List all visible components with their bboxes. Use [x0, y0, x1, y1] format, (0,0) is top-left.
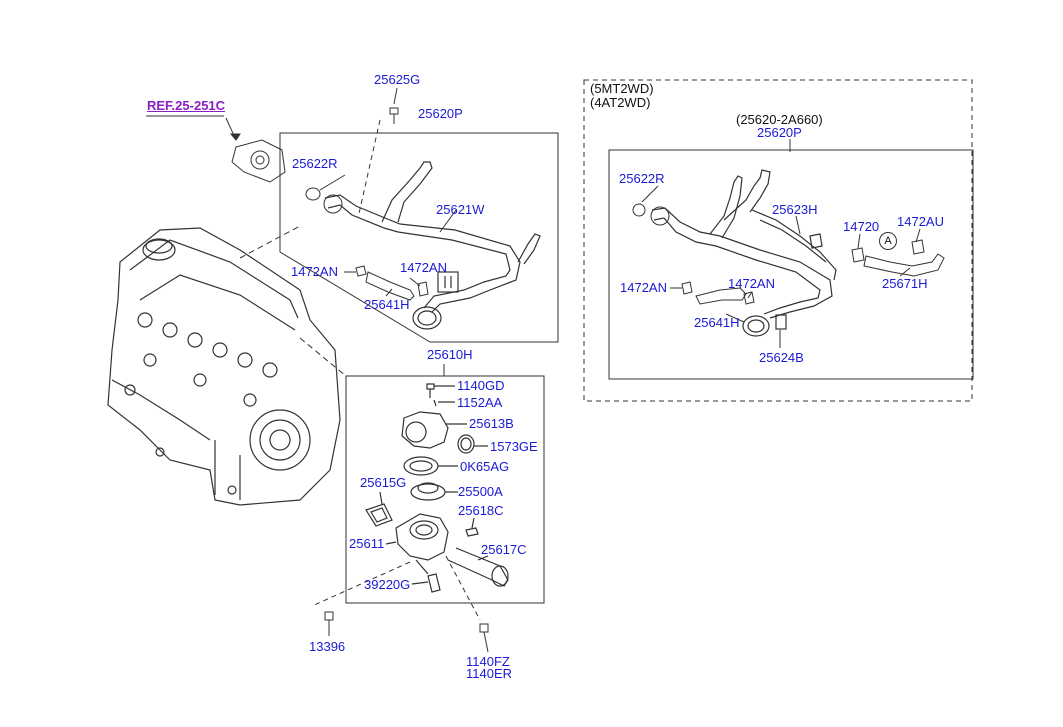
part-label-25624B[interactable]: 25624B — [759, 350, 804, 365]
part-label-25623H[interactable]: 25623H — [772, 202, 818, 217]
oring-25622R-left — [305, 187, 321, 201]
part-label-25618C[interactable]: 25618C — [458, 503, 504, 518]
part-label-1472AN-right-b[interactable]: 1472AN — [728, 276, 775, 291]
pipe-group-box — [279, 132, 559, 343]
part-label-25641H-right[interactable]: 25641H — [694, 315, 740, 330]
part-label-14720[interactable]: 14720 — [843, 219, 880, 234]
part-label-39220G[interactable]: 39220G — [364, 577, 411, 592]
part-label-25622R-right[interactable]: 25622R — [619, 171, 665, 186]
part-label-25500A[interactable]: 25500A — [458, 484, 503, 499]
oring-25622R-right — [632, 203, 646, 217]
bolt-1140FZ — [479, 623, 489, 653]
reference-link[interactable]: REF.25-251C — [147, 98, 226, 113]
bolt-25625G — [389, 87, 399, 124]
thermostat-housing-ref-part — [225, 117, 286, 183]
variant-group-box — [608, 149, 974, 380]
part-label-25625G[interactable]: 25625G — [374, 72, 421, 87]
part-label-25620P-right[interactable]: 25620P — [757, 125, 802, 140]
engine-block — [107, 227, 341, 506]
part-label-25641H-left[interactable]: 25641H — [364, 297, 410, 312]
thermostat-group-box — [345, 375, 545, 604]
part-label-25613B[interactable]: 25613B — [469, 416, 514, 431]
pipe-assembly-right — [651, 169, 837, 337]
variant-note-line2: (4AT2WD) — [590, 95, 651, 110]
clamp-right-a — [681, 281, 693, 295]
part-label-25615G[interactable]: 25615G — [360, 475, 407, 490]
clamp-right-b — [743, 291, 755, 305]
part-label-25620P-left[interactable]: 25620P — [418, 106, 463, 121]
part-number-25620-2A660: (25620-2A660) — [736, 112, 823, 127]
part-label-25622R-left[interactable]: 25622R — [292, 156, 338, 171]
clamp-left-a — [355, 265, 367, 277]
part-label-1140GD[interactable]: 1140GD — [457, 378, 505, 393]
part-label-25611[interactable]: 25611 — [349, 536, 385, 551]
part-label-25617C[interactable]: 25617C — [481, 542, 527, 557]
hose-25671H — [863, 253, 945, 277]
part-label-1472AN-left-b[interactable]: 1472AN — [400, 260, 447, 275]
hose-25641H-right — [695, 287, 747, 305]
thermostat-assembly — [365, 383, 509, 593]
pipe-25621W — [324, 161, 541, 330]
clamp-14720 — [851, 247, 865, 263]
bolt-13396 — [324, 611, 334, 636]
part-label-1472AN-right-a[interactable]: 1472AN — [620, 280, 667, 295]
part-label-1573GE[interactable]: 1573GE — [490, 439, 538, 454]
part-label-1152AA[interactable]: 1152AA — [457, 395, 503, 410]
hose-25641H-left — [365, 271, 415, 301]
part-label-1140ER[interactable]: 1140ER — [466, 666, 513, 681]
part-label-25671H[interactable]: 25671H — [882, 276, 928, 291]
clamp-1472AU — [911, 239, 925, 255]
circle-marker-a: A — [879, 232, 897, 250]
part-label-1472AU[interactable]: 1472AU — [897, 214, 944, 229]
clamp-left-b — [417, 281, 429, 297]
part-label-13396[interactable]: 13396 — [309, 639, 346, 654]
part-label-1472AN-left-a[interactable]: 1472AN — [291, 264, 338, 279]
variant-note-line1: (5MT2WD) — [590, 81, 654, 96]
part-label-25610H[interactable]: 25610H — [427, 347, 473, 362]
part-label-25621W[interactable]: 25621W — [436, 202, 485, 217]
part-label-1140FZ[interactable]: 1140FZ — [466, 654, 510, 669]
variant-frame — [583, 79, 973, 402]
part-label-0K65AG[interactable]: 0K65AG — [460, 459, 510, 474]
